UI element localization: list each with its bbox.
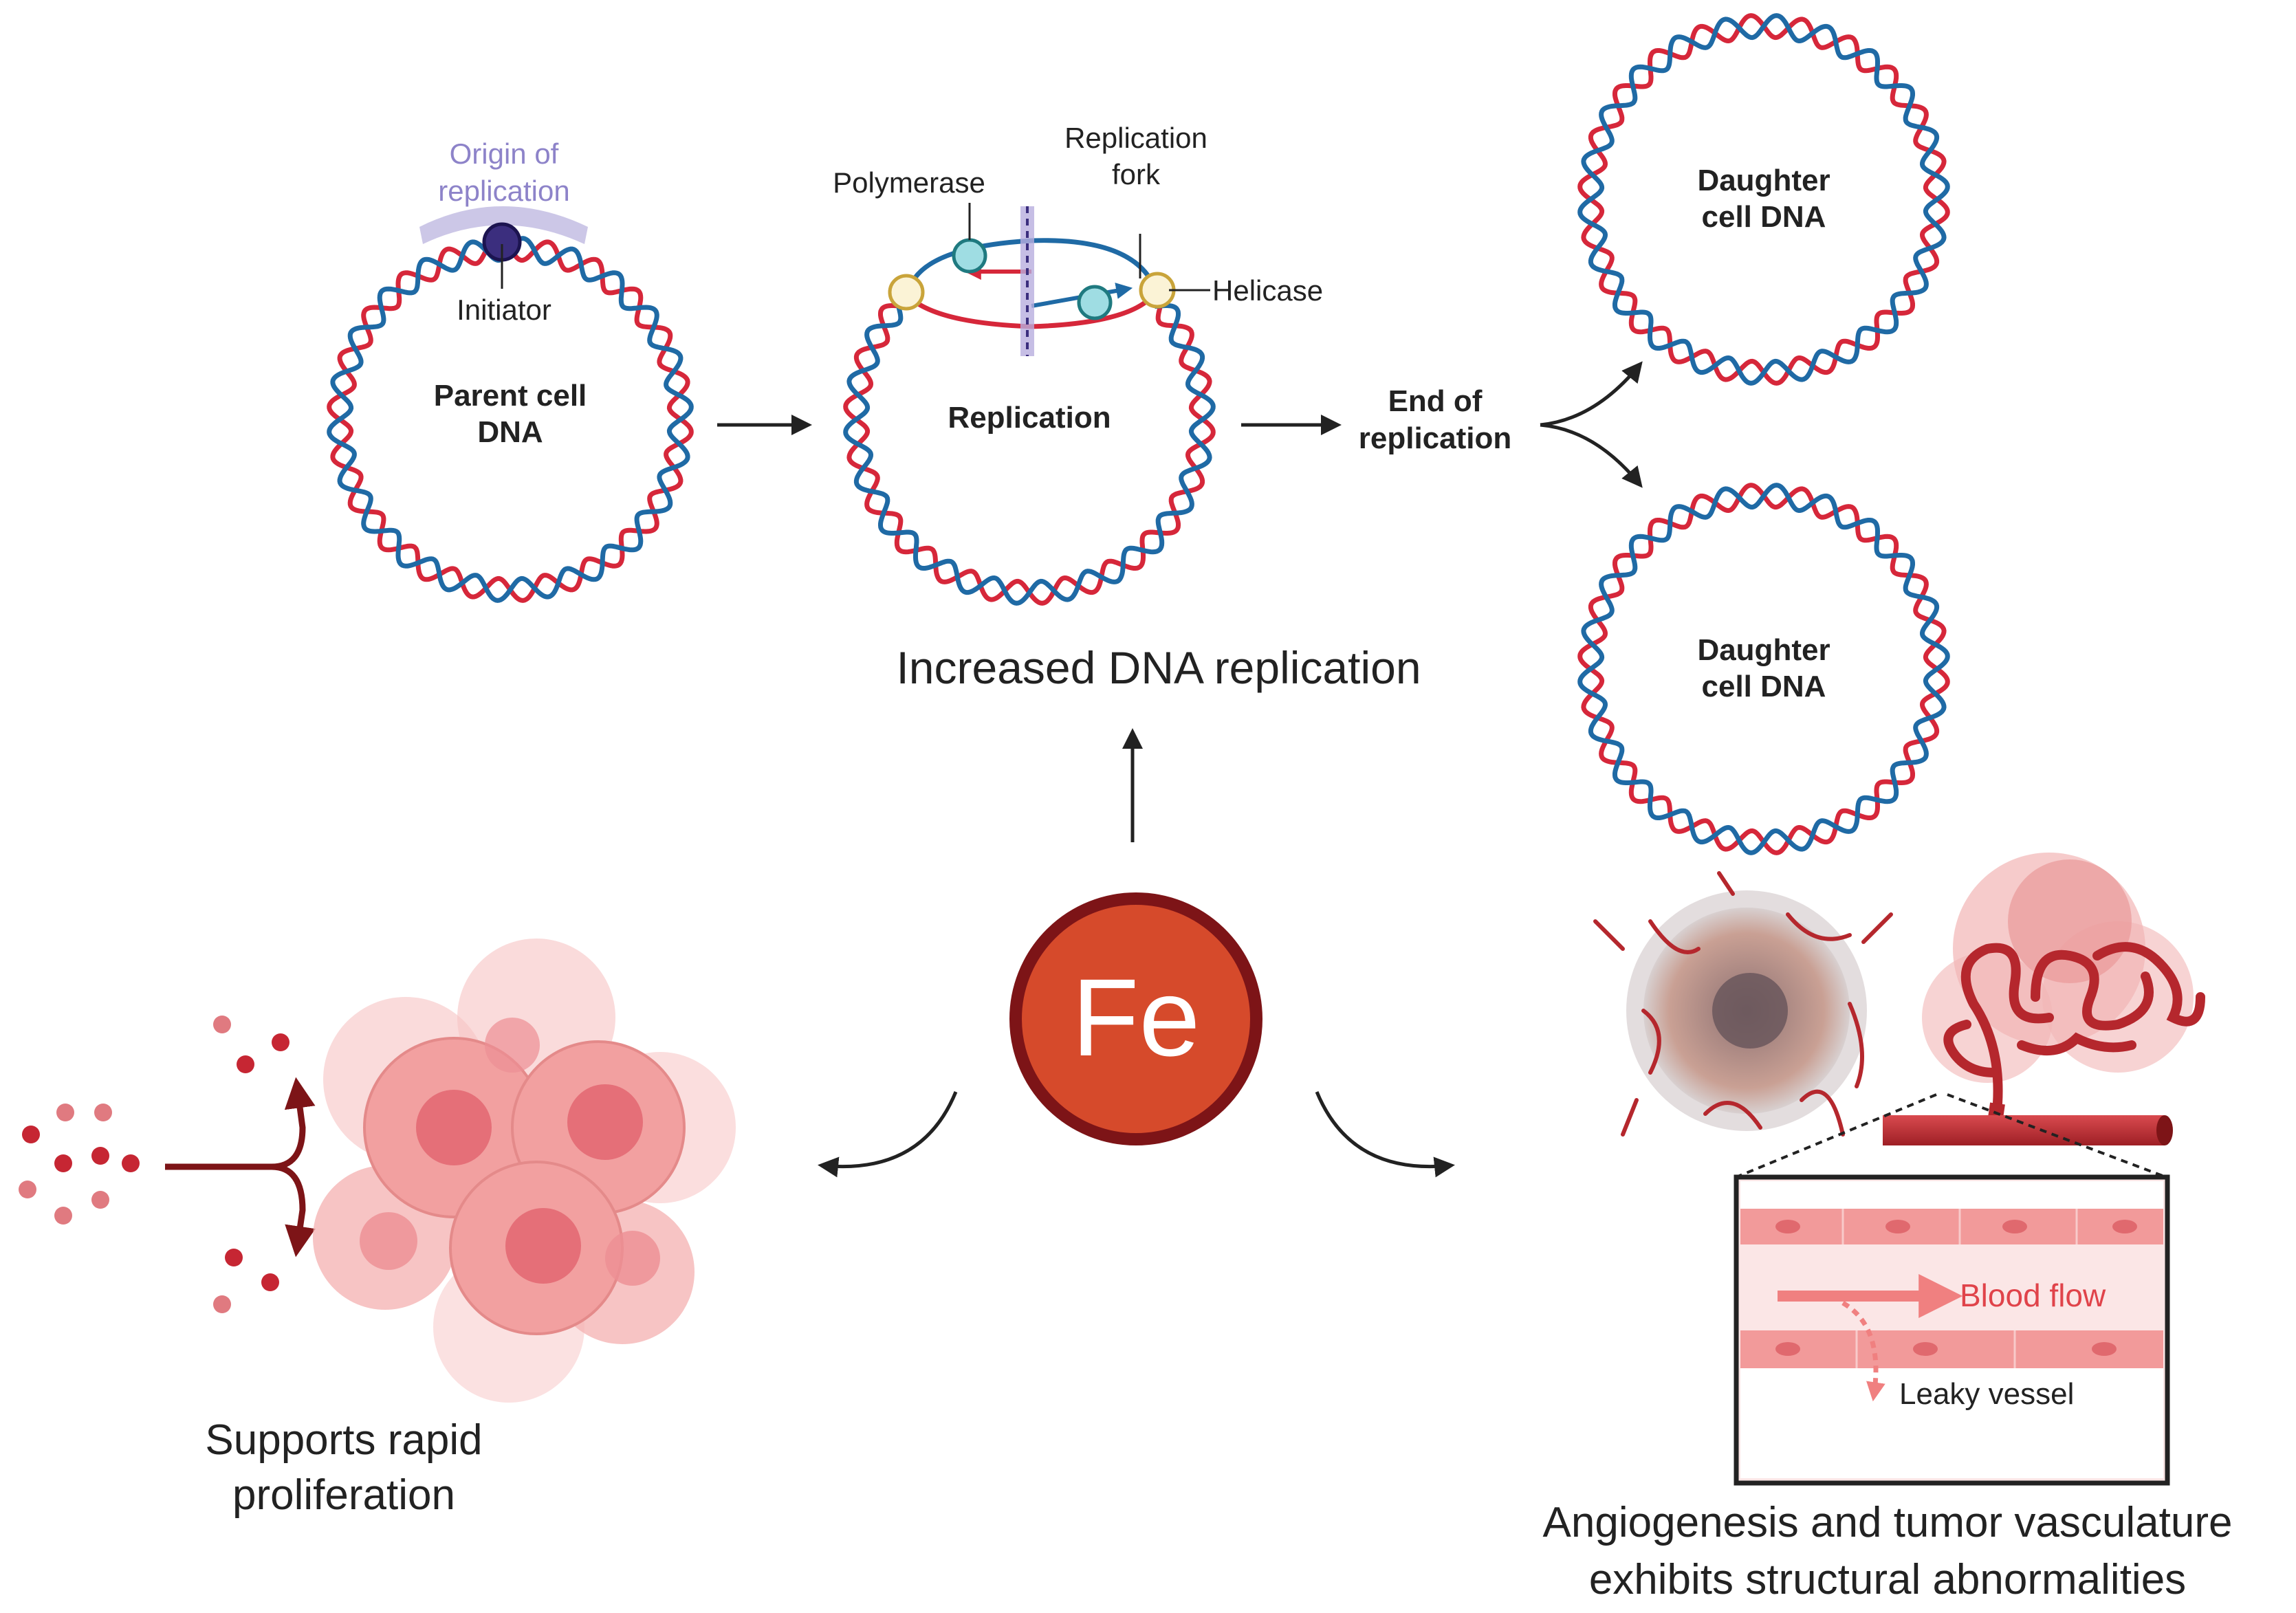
replication-bubble bbox=[888, 203, 1210, 356]
iron-fe-badge: Fe bbox=[1009, 892, 1262, 1145]
daughter-top-label-line2: cell DNA bbox=[1702, 200, 1826, 234]
end-of-replication-label-line2: replication bbox=[1359, 421, 1512, 455]
arrow-fe-to-angiogenesis bbox=[1315, 1091, 1455, 1178]
initiator-label: Initiator bbox=[457, 294, 551, 326]
blood-vessel-tube bbox=[1883, 1115, 2173, 1145]
polymerase-top bbox=[952, 238, 987, 274]
helicase-right bbox=[1139, 272, 1176, 309]
origin-label-line2: replication bbox=[438, 175, 569, 207]
uptake-arrow-top bbox=[165, 1077, 316, 1170]
vessel-cross-section-inset bbox=[1734, 1174, 2170, 1486]
replication-fork-label-line1: Replication bbox=[1064, 122, 1207, 154]
angiogenesis-caption-line2: exhibits structural abnormalities bbox=[1589, 1556, 2186, 1603]
daughter-dna-circle-bottom bbox=[1577, 483, 1950, 855]
arrow-end-to-daughter-bottom bbox=[1540, 423, 1643, 488]
angiogenesis-caption-line1: Angiogenesis and tumor vasculature bbox=[1543, 1499, 2233, 1546]
polymerase-label: Polymerase bbox=[833, 166, 985, 199]
increased-dna-replication-caption: Increased DNA replication bbox=[896, 642, 1421, 693]
parent-dna-circle bbox=[327, 236, 694, 603]
daughter-dna-circle-top bbox=[1577, 13, 1950, 386]
polymerase-bottom bbox=[1077, 285, 1113, 320]
fe-symbol: Fe bbox=[1072, 956, 1201, 1079]
tumor-with-vessels bbox=[1593, 871, 1893, 1137]
uptake-arrow-bottom bbox=[271, 1163, 316, 1258]
parent-dna-label-line2: DNA bbox=[477, 415, 543, 449]
replication-fork-label-line2: fork bbox=[1112, 158, 1161, 190]
zoom-line-right bbox=[1947, 1093, 2167, 1178]
proliferation-caption-line2: proliferation bbox=[232, 1471, 455, 1519]
daughter-bottom-label-line1: Daughter bbox=[1697, 633, 1830, 667]
arrow-fe-to-proliferation bbox=[818, 1091, 958, 1178]
daughter-bottom-label-line2: cell DNA bbox=[1702, 670, 1826, 703]
dna-strand-blue bbox=[1577, 13, 1950, 386]
dna-strand-blue bbox=[327, 236, 694, 603]
iron-particles bbox=[19, 1016, 289, 1313]
end-of-replication-label-line1: End of bbox=[1388, 384, 1483, 418]
origin-label-line1: Origin of bbox=[450, 138, 559, 170]
dna-strand-blue bbox=[843, 300, 1216, 606]
blood-flow-label: Blood flow bbox=[1960, 1277, 2106, 1313]
proliferation-caption-line1: Supports rapid bbox=[205, 1416, 482, 1464]
proliferating-cell-cluster bbox=[313, 939, 736, 1403]
daughter-top-label-line1: Daughter bbox=[1697, 164, 1830, 197]
replicating-dna-circle bbox=[843, 300, 1216, 606]
dna-strand-red bbox=[843, 300, 1216, 606]
helicase-left bbox=[888, 274, 925, 311]
leaky-vessel-arrow bbox=[1841, 1300, 1885, 1402]
arrow-end-to-daughter-top bbox=[1540, 361, 1643, 427]
tumor-vascular-network bbox=[1922, 853, 2205, 1129]
replication-label: Replication bbox=[948, 401, 1111, 435]
parent-dna-label-line1: Parent cell bbox=[434, 379, 587, 413]
dna-strand-blue bbox=[1577, 483, 1950, 855]
leaky-vessel-label: Leaky vessel bbox=[1899, 1377, 2074, 1411]
helicase-label: Helicase bbox=[1212, 274, 1323, 307]
